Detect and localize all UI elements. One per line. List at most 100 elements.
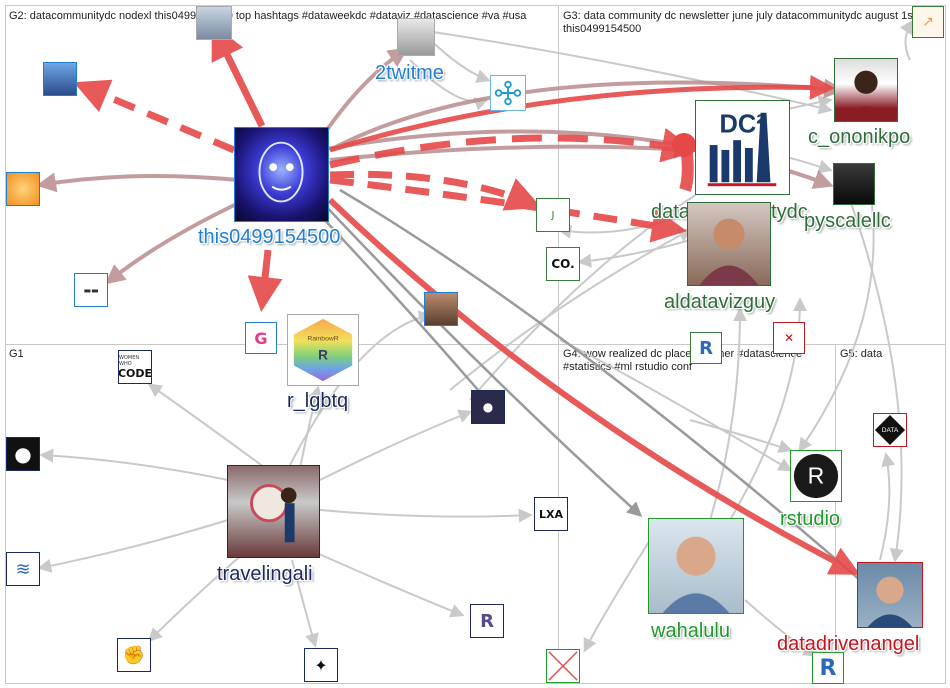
edge: [339, 188, 861, 581]
edge: [247, 249, 283, 312]
edge: [879, 452, 896, 561]
node-women-who-code-avatar[interactable]: WOMEN WHO CODE: [118, 350, 152, 384]
edge: [289, 310, 433, 466]
edge: [577, 239, 691, 268]
gs-logo-icon: G: [254, 328, 268, 348]
node-broken-image-avatar[interactable]: [546, 649, 580, 683]
fist-icon: ✊: [122, 644, 146, 666]
edge: [329, 74, 835, 153]
logo-icon: ▬▬: [83, 285, 99, 295]
broken-image-icon: [548, 651, 578, 681]
edge: [319, 199, 643, 518]
node-missing-image-avatar[interactable]: ✕: [773, 322, 805, 354]
weak-edges: [37, 19, 914, 657]
edge: [583, 539, 651, 653]
node-orange-avatar[interactable]: [6, 172, 40, 206]
node-blackbird-avatar[interactable]: ✦: [304, 648, 338, 682]
edge: [36, 172, 239, 193]
edge: [329, 176, 687, 243]
node-datacommunitydc-avatar[interactable]: DC²: [695, 100, 790, 195]
edge: [559, 339, 793, 472]
node-fist-avatar[interactable]: ✊: [117, 638, 151, 672]
r-logo-icon: R: [480, 610, 494, 632]
node-co-avatar[interactable]: CO.: [546, 247, 580, 281]
node-this0499154500-avatar[interactable]: [234, 127, 329, 222]
rainbow-hexagon-icon: RainbowR R: [293, 318, 353, 382]
edge: [291, 559, 319, 648]
label-this0499154500[interactable]: this0499154500: [198, 226, 341, 248]
node-jquery-avatar[interactable]: J: [536, 198, 570, 232]
wwc-small-text: WOMEN WHO: [119, 354, 140, 367]
node-lxa-avatar[interactable]: LXA: [534, 497, 568, 531]
edge: [329, 127, 697, 169]
edge: [319, 409, 473, 481]
node-wave-avatar[interactable]: ≋: [6, 552, 40, 586]
edge: [319, 508, 533, 523]
node-r-blue-avatar[interactable]: R: [812, 652, 844, 684]
node-r_lgbtq-avatar[interactable]: RainbowR R: [287, 314, 359, 386]
label-datadrivenangel[interactable]: datadrivenangel: [777, 633, 920, 655]
label-2twitme[interactable]: 2twitme: [375, 62, 444, 84]
edge: [329, 78, 844, 152]
label-rstudio[interactable]: rstudio: [780, 508, 841, 530]
node-top-right-avatar[interactable]: ↗: [912, 6, 944, 38]
node-2twitme-avatar[interactable]: [397, 18, 435, 56]
edge: [147, 383, 269, 471]
edge: [319, 214, 479, 391]
label-travelingali[interactable]: travelingali: [217, 563, 313, 585]
label-c_ononikpo[interactable]: c_ononikpo: [808, 126, 911, 148]
edge: [211, 23, 266, 128]
r-logo-icon: R: [819, 655, 837, 681]
label-r_lgbtq[interactable]: r_lgbtq: [287, 390, 349, 412]
data-tile-text: DATA: [882, 427, 899, 434]
node-rstudio-avatar[interactable]: R: [790, 450, 842, 502]
node-logo-avatar-small[interactable]: ▬▬: [74, 273, 108, 307]
svg-text:R: R: [318, 348, 328, 363]
node-datadrivenangel-avatar[interactable]: [857, 562, 923, 628]
node-gs-avatar[interactable]: G: [245, 322, 277, 354]
node-network-icon[interactable]: [490, 75, 526, 111]
node-wahalulu-avatar[interactable]: [648, 518, 744, 614]
label-pyscalellc[interactable]: pyscalellc: [804, 210, 891, 232]
edge: [73, 79, 236, 154]
jquery-icon: J: [551, 209, 555, 221]
label-wahalulu[interactable]: wahalulu: [651, 620, 730, 642]
node-pyscalellc-avatar[interactable]: [833, 163, 875, 205]
edge: [744, 599, 818, 657]
dc2-logo-text: DC²: [719, 110, 764, 138]
edge: [39, 448, 229, 481]
r-logo-icon: R: [699, 337, 713, 359]
node-person-avatar-1[interactable]: [43, 62, 77, 96]
broken-image-icon: ✕: [783, 331, 795, 345]
node-c_ononikpo-avatar[interactable]: [834, 58, 898, 122]
node-aldatavizguy-avatar[interactable]: [687, 202, 771, 286]
group-box-g5: [835, 344, 946, 684]
node-woman-avatar[interactable]: [424, 292, 458, 326]
edge: [469, 178, 723, 401]
edge: [327, 197, 861, 575]
logo-icon: ↗: [922, 14, 934, 30]
circle-icon: ●: [14, 442, 32, 466]
edge: [899, 19, 914, 61]
node-data-tile-avatar[interactable]: DATA: [873, 413, 907, 447]
strong-edges: [73, 23, 861, 575]
label-aldatavizguy[interactable]: aldatavizguy: [664, 291, 776, 313]
edge: [449, 228, 693, 391]
node-r-small-avatar[interactable]: R: [690, 332, 722, 364]
node-r-grey-avatar[interactable]: R: [470, 604, 504, 638]
node-top-photo-avatar[interactable]: [196, 6, 232, 40]
edge: [798, 189, 875, 453]
edge: [419, 29, 833, 115]
sadie-logo-icon: ●: [482, 400, 494, 414]
rstudio-r-text: R: [808, 463, 825, 489]
wwc-code-text: CODE: [118, 366, 152, 380]
self-loop-marker: [672, 133, 696, 157]
node-sadie-avatar[interactable]: ●: [471, 390, 505, 424]
node-travelingali-avatar[interactable]: [227, 465, 320, 558]
edge: [148, 551, 246, 642]
node-gear-avatar[interactable]: ●: [6, 437, 40, 471]
co-logo-text: CO.: [551, 257, 575, 271]
edge: [299, 385, 323, 469]
